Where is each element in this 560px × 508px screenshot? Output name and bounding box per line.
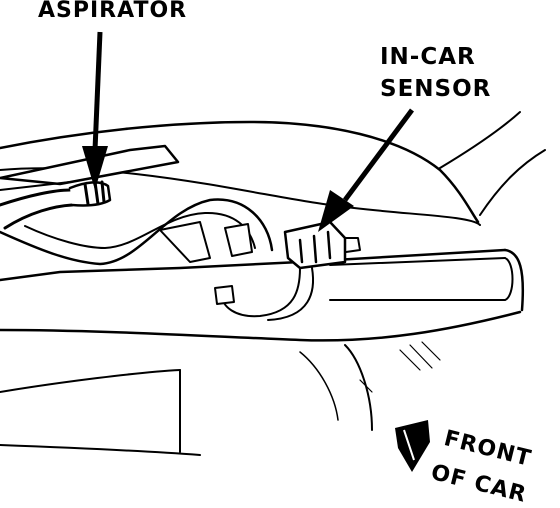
sensor-wire-2 [267, 267, 314, 321]
aspirator-flap-edge [0, 181, 71, 191]
dash-lower-edge [0, 310, 522, 342]
trim-strip-end [504, 257, 514, 301]
sensor-wire [221, 267, 301, 318]
windshield-edge [439, 111, 521, 169]
sensor-arrow [318, 108, 415, 232]
lower-panel-bottom [0, 444, 201, 456]
trim-strip-top [329, 257, 506, 266]
in-car-sensor-label-line1: IN-CAR [380, 44, 476, 70]
a-pillar [479, 149, 546, 216]
duct-outer [0, 198, 274, 266]
sensor-connector [214, 285, 235, 305]
aspirator-arrow [82, 31, 108, 190]
dash-face-right [503, 248, 525, 312]
duct-inner [24, 211, 256, 249]
glovebox-edge [344, 344, 373, 431]
in-car-sensor-label-line2: SENSOR [380, 76, 492, 102]
sensor-clip [344, 237, 361, 253]
dash-front-edge [0, 248, 507, 282]
aspirator-hose-lower [3, 203, 74, 230]
shade-hatch [359, 341, 441, 393]
front-of-car-arrow [395, 420, 430, 472]
center-bracket [159, 221, 211, 263]
lower-panel-left [0, 369, 181, 393]
sensor-tabs [298, 230, 332, 264]
aspirator-hose-upper [0, 188, 72, 207]
center-bracket-2 [224, 223, 253, 257]
glovebox-edge-2 [299, 351, 339, 421]
windshield-outline [0, 120, 480, 224]
aspirator-label: ASPIRATOR [38, 0, 188, 23]
